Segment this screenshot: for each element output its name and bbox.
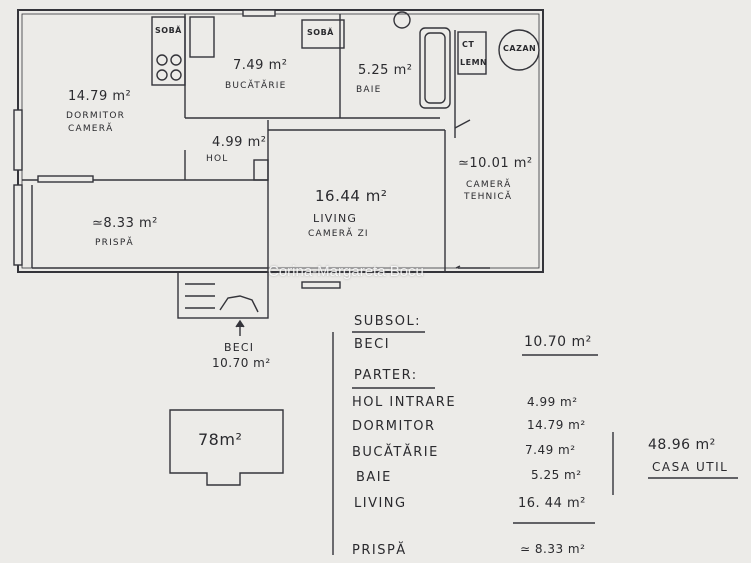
dormitor-area: 14.79 m² xyxy=(68,89,132,104)
row-label-baie: BAIE xyxy=(356,470,392,485)
beci-area: 10.70 m² xyxy=(212,356,271,370)
bucatarie-area: 7.49 m² xyxy=(233,58,288,73)
prispa-area: ≃8.33 m² xyxy=(92,216,158,231)
prispa-name: PRISPĂ xyxy=(95,238,134,248)
lemn-label: LEMN xyxy=(460,58,488,67)
camera-tehnica-name: CAMERĂ xyxy=(466,180,512,190)
hol-area: 4.99 m² xyxy=(212,135,267,150)
row-label-dormitor: DORMITOR xyxy=(352,419,436,434)
cazan-circle xyxy=(498,29,540,71)
baie-name: BAIE xyxy=(356,85,382,95)
footprint-outline xyxy=(169,409,284,486)
hol-name: HOL xyxy=(206,154,229,164)
stove-box-1 xyxy=(151,16,186,86)
row-value-dormitor: 14.79 m² xyxy=(527,418,586,432)
row-value-bucatarie: 7.49 m² xyxy=(525,443,576,457)
cazan-label: CAZAN xyxy=(503,44,537,53)
watermark: Corina-Margareta Bocu xyxy=(268,263,424,280)
sink-box xyxy=(189,16,215,58)
baie-area: 5.25 m² xyxy=(358,63,413,78)
row-value-prispa: ≃ 8.33 m² xyxy=(520,542,586,556)
bucatarie-name: BUCĂTĂRIE xyxy=(225,81,287,91)
row-value-living: 16. 44 m² xyxy=(518,496,586,511)
dormitor-name: DORMITOR xyxy=(66,111,126,121)
footprint-area: 78m² xyxy=(198,430,243,449)
camera-tehnica-area: ≃10.01 m² xyxy=(458,156,533,171)
row-label-prispa: PRISPĂ xyxy=(352,543,407,558)
living-area: 16.44 m² xyxy=(315,187,388,205)
parter-heading: PARTER: xyxy=(354,368,418,383)
row-label-hol: HOL INTRARE xyxy=(352,395,457,410)
ct-box xyxy=(457,31,487,75)
soba-label-2: SOBĂ xyxy=(307,28,334,37)
total-value: 48.96 m² xyxy=(648,437,716,453)
row-value-baie: 5.25 m² xyxy=(531,468,582,482)
row-label-living: LIVING xyxy=(354,496,407,511)
stairs xyxy=(177,271,269,319)
row-label-bucatarie: BUCĂTĂRIE xyxy=(352,445,439,460)
living-name: LIVING xyxy=(313,212,358,225)
ct-label: CT xyxy=(462,40,475,49)
subsol-row-label: BECI xyxy=(354,337,391,352)
stove-box-2 xyxy=(301,19,345,49)
living-subname: CAMERĂ ZI xyxy=(308,229,369,239)
subsol-row-value: 10.70 m² xyxy=(524,334,592,350)
row-value-hol: 4.99 m² xyxy=(527,395,578,409)
house-outline xyxy=(17,9,544,273)
soba-label-1: SOBĂ xyxy=(155,26,182,35)
beci-name: BECI xyxy=(224,341,255,354)
bathtub xyxy=(419,27,451,109)
camera-tehnica-subname: TEHNICĂ xyxy=(464,192,513,202)
dormitor-subname: CAMERĂ xyxy=(68,124,114,134)
subsol-heading: SUBSOL: xyxy=(354,314,422,329)
total-label: CASA UTIL xyxy=(652,460,729,474)
